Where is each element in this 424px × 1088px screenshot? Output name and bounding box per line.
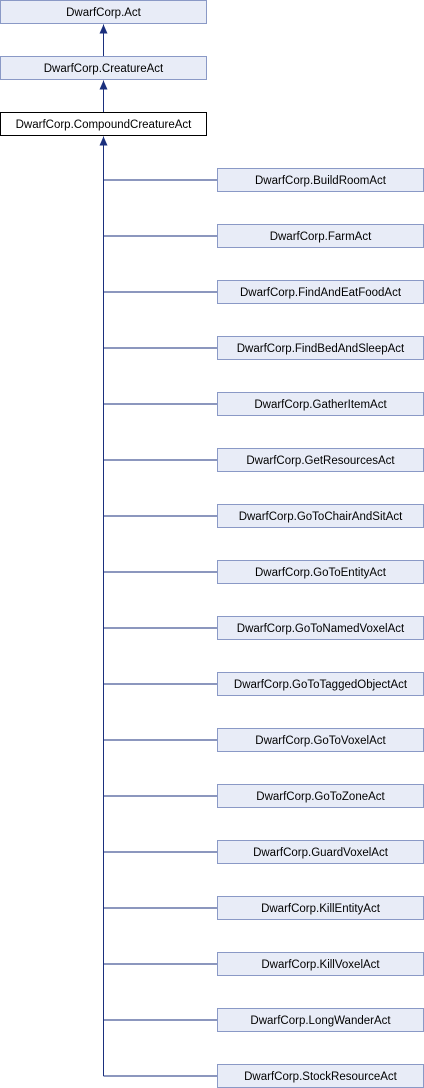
class-node-current-box xyxy=(0,112,207,136)
class-node-build-room-act-label: DwarfCorp.BuildRoomAct xyxy=(255,175,387,187)
class-node-stock-resource-act-label: DwarfCorp.StockResourceAct xyxy=(244,1071,398,1083)
class-node-creature-act[interactable]: DwarfCorp.CreatureAct xyxy=(0,56,207,80)
class-node-go-to-tagged-object-act[interactable]: DwarfCorp.GoToTaggedObjectAct xyxy=(217,672,424,696)
class-node-go-to-entity-act[interactable]: DwarfCorp.GoToEntityAct xyxy=(217,560,424,584)
class-node-build-room-act[interactable]: DwarfCorp.BuildRoomAct xyxy=(217,168,424,192)
class-node-stock-resource-act[interactable]: DwarfCorp.StockResourceAct xyxy=(217,1064,424,1088)
class-node-creature-act-label: DwarfCorp.CreatureAct xyxy=(44,63,164,75)
class-node-gather-item-act-label: DwarfCorp.GatherItemAct xyxy=(254,399,387,411)
class-node-kill-voxel-act-label: DwarfCorp.KillVoxelAct xyxy=(261,959,380,971)
class-node-long-wander-act[interactable]: DwarfCorp.LongWanderAct xyxy=(217,1008,424,1032)
class-node-creature-act-box xyxy=(0,56,207,80)
class-node-go-to-zone-act-label: DwarfCorp.GoToZoneAct xyxy=(256,791,385,803)
class-node-kill-entity-act-label: DwarfCorp.KillEntityAct xyxy=(261,903,381,915)
class-node-guard-voxel-act-label: DwarfCorp.GuardVoxelAct xyxy=(253,847,389,859)
class-node-find-and-eat-food-act[interactable]: DwarfCorp.FindAndEatFoodAct xyxy=(217,280,424,304)
class-node-go-to-voxel-act[interactable]: DwarfCorp.GoToVoxelAct xyxy=(217,728,424,752)
class-node-go-to-tagged-object-act-label: DwarfCorp.GoToTaggedObjectAct xyxy=(234,679,408,691)
class-node-go-to-named-voxel-act[interactable]: DwarfCorp.GoToNamedVoxelAct xyxy=(217,616,424,640)
class-node-go-to-chair-and-sit-act-label: DwarfCorp.GoToChairAndSitAct xyxy=(239,511,403,523)
class-node-go-to-voxel-act-label: DwarfCorp.GoToVoxelAct xyxy=(255,735,386,747)
class-node-act-label: DwarfCorp.Act xyxy=(66,7,142,19)
class-node-current-label: DwarfCorp.CompoundCreatureAct xyxy=(16,119,193,131)
class-node-kill-voxel-act[interactable]: DwarfCorp.KillVoxelAct xyxy=(217,952,424,976)
class-node-go-to-chair-and-sit-act[interactable]: DwarfCorp.GoToChairAndSitAct xyxy=(217,504,424,528)
class-node-act[interactable]: DwarfCorp.Act xyxy=(0,0,207,24)
class-node-find-bed-and-sleep-act[interactable]: DwarfCorp.FindBedAndSleepAct xyxy=(217,336,424,360)
class-node-find-bed-and-sleep-act-label: DwarfCorp.FindBedAndSleepAct xyxy=(237,343,405,355)
class-node-get-resources-act-label: DwarfCorp.GetResourcesAct xyxy=(246,455,395,467)
class-node-guard-voxel-act[interactable]: DwarfCorp.GuardVoxelAct xyxy=(217,840,424,864)
class-node-get-resources-act[interactable]: DwarfCorp.GetResourcesAct xyxy=(217,448,424,472)
class-node-current: DwarfCorp.CompoundCreatureAct xyxy=(0,112,207,136)
class-node-gather-item-act[interactable]: DwarfCorp.GatherItemAct xyxy=(217,392,424,416)
class-node-farm-act[interactable]: DwarfCorp.FarmAct xyxy=(217,224,424,248)
class-node-kill-entity-act[interactable]: DwarfCorp.KillEntityAct xyxy=(217,896,424,920)
class-node-go-to-zone-act[interactable]: DwarfCorp.GoToZoneAct xyxy=(217,784,424,808)
class-node-find-and-eat-food-act-label: DwarfCorp.FindAndEatFoodAct xyxy=(240,287,402,299)
class-node-go-to-entity-act-label: DwarfCorp.GoToEntityAct xyxy=(255,567,387,579)
class-node-long-wander-act-label: DwarfCorp.LongWanderAct xyxy=(250,1015,391,1027)
class-node-go-to-named-voxel-act-label: DwarfCorp.GoToNamedVoxelAct xyxy=(237,623,405,635)
class-node-farm-act-label: DwarfCorp.FarmAct xyxy=(270,231,372,243)
class-node-act-box xyxy=(0,0,207,24)
inheritance-edges xyxy=(99,24,218,1077)
